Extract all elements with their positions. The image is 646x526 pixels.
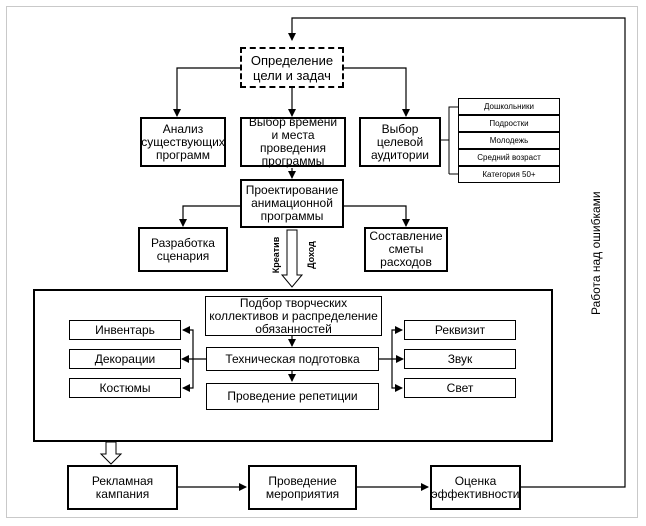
node-analysis: Анализ существующих программ [140, 117, 226, 167]
node-light: Свет [404, 378, 516, 398]
hollow-arrow-down-advertising [99, 441, 123, 465]
audience-group: Категория 50+ [458, 166, 560, 183]
arrow-tech-to-light [391, 359, 403, 392]
node-inventory: Инвентарь [69, 320, 181, 340]
node-event: Проведение мероприятия [248, 465, 357, 510]
label-feedback: Работа над ошибками [589, 191, 603, 315]
label-income: Доход [305, 241, 316, 269]
preparation-block [33, 289, 553, 442]
audience-group: Средний возраст [458, 149, 560, 166]
node-advertising: Рекламная кампания [67, 465, 178, 510]
audience-group: Молодежь [458, 132, 560, 149]
label-creative: Креатив [271, 236, 282, 274]
audience-group: Подростки [458, 115, 560, 132]
audience-group: Дошкольники [458, 98, 560, 115]
audience-bracket [441, 106, 458, 141]
node-rehearsal: Проведение репетиции [206, 383, 379, 410]
node-props: Реквизит [404, 320, 516, 340]
arrow-tech-to-costumes [182, 359, 194, 392]
arrow-goals-to-analysis [173, 67, 240, 117]
arrow-tech-to-props [391, 326, 403, 359]
node-script: Разработка сценария [138, 227, 228, 272]
node-costumes: Костюмы [69, 378, 181, 398]
node-budget: Составление сметы расходов [364, 227, 448, 272]
arrow-tech-to-inventory [182, 326, 194, 359]
outer-frame [6, 6, 638, 518]
arrow-goals-to-audience [344, 67, 410, 117]
node-time-place: Выбор времени и места проведения програм… [240, 116, 346, 168]
node-goals: Определение цели и задач [240, 47, 344, 88]
node-design: Проектирование анимационной программы [240, 179, 344, 228]
node-tech-prep: Техническая подготовка [206, 347, 379, 371]
node-evaluation: Оценка эффективности [430, 465, 521, 510]
feedback-loop-line [288, 17, 626, 488]
arrow-design-to-budget [344, 205, 410, 227]
hollow-arrow-down-main [280, 229, 304, 288]
node-sound: Звук [404, 349, 516, 369]
arrow-design-to-script [179, 205, 240, 227]
node-collectives: Подбор творческих коллективов и распреде… [205, 296, 382, 336]
node-decorations: Декорации [69, 349, 181, 369]
node-audience: Выбор целевой аудитории [359, 117, 441, 167]
